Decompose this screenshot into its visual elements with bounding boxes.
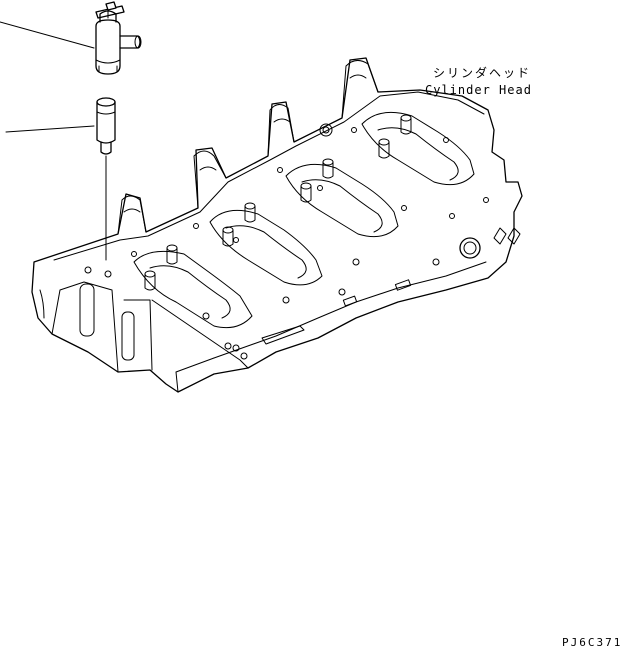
drawing-code: PJ6C371 [562,636,623,649]
leader-line-sleeve [5,125,95,133]
cylinder-head-icon [31,57,523,393]
callout-japanese: シリンダヘッド [433,66,532,80]
sleeve-icon [96,97,116,261]
fuel-valve-icon [95,1,142,75]
callout-english: Cylinder Head [425,83,532,97]
leader-line-valve [0,21,95,49]
